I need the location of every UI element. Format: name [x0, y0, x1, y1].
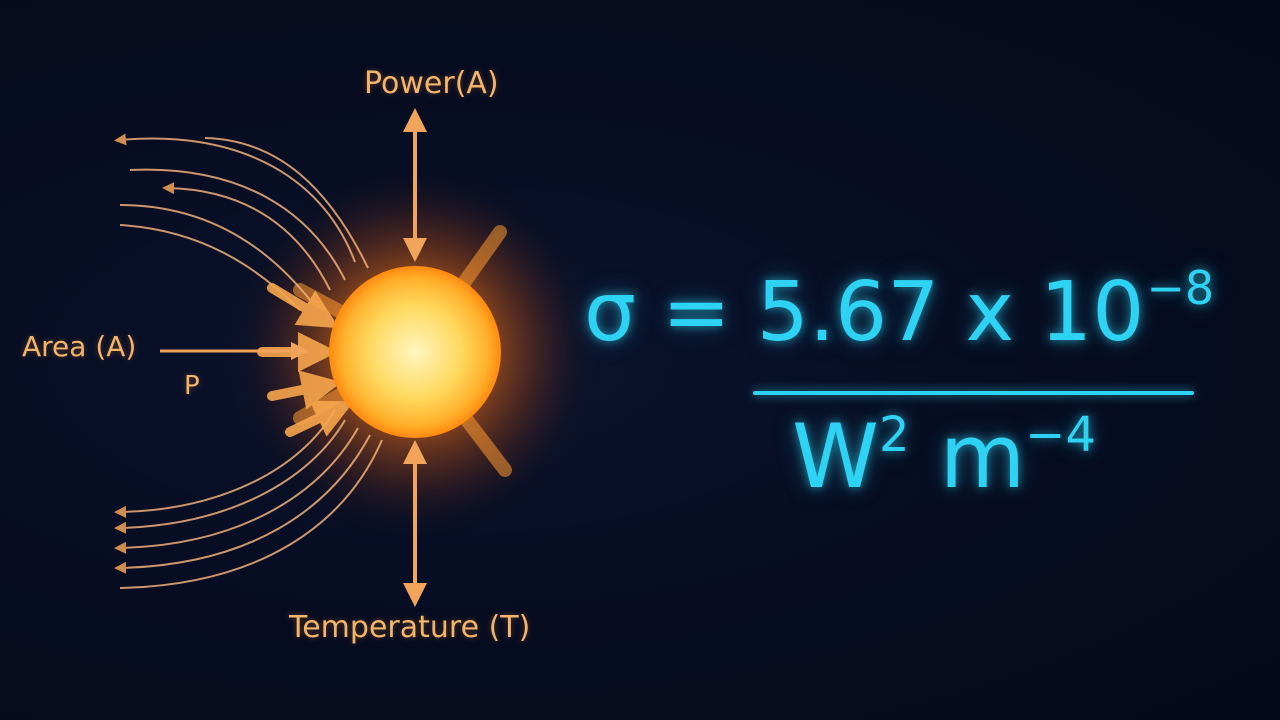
- area-label: Area (A): [22, 330, 137, 363]
- denominator-unit: m: [939, 405, 1026, 508]
- sun-core: [329, 266, 501, 438]
- formula-lhs: σ = 5.67 x 10: [584, 265, 1145, 360]
- p-label: P: [184, 371, 200, 401]
- formula-lhs-exponent: −8: [1146, 261, 1215, 315]
- denominator-base: W: [792, 405, 880, 508]
- formula-numerator: σ = 5.67 x 10−8: [584, 265, 1214, 354]
- power-label: Power(A): [364, 66, 499, 101]
- denominator-base-exponent: 2: [879, 407, 910, 463]
- upper-flux-lines: [114, 133, 369, 311]
- temperature-label: Temperature (T): [289, 610, 531, 645]
- fraction-bar: [753, 391, 1194, 395]
- denominator-unit-exponent: −4: [1025, 407, 1097, 463]
